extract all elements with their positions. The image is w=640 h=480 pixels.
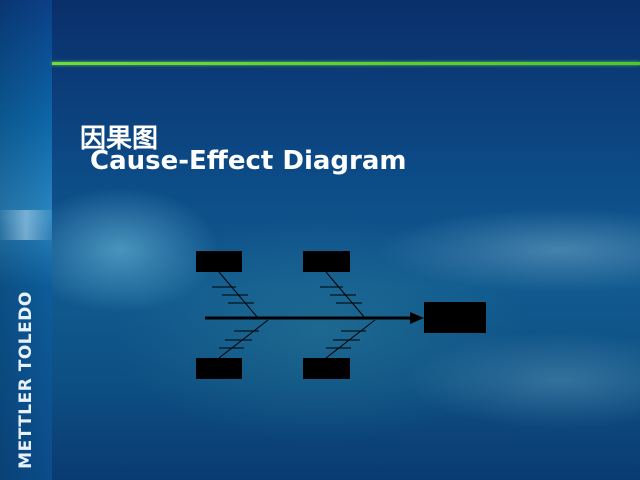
left-brand-bar: METTLER TOLEDO [0, 0, 52, 480]
category-box-bottom-left [196, 358, 242, 379]
accent-rule [52, 62, 640, 65]
effect-box [424, 302, 486, 333]
category-box-top-right [303, 251, 350, 272]
spine-arrowhead [410, 312, 424, 324]
bone-bottom-left [218, 319, 269, 359]
title-english: Cause-Effect Diagram [90, 146, 407, 176]
category-box-bottom-right [303, 358, 350, 379]
category-box-top-left [196, 251, 242, 272]
bone-bottom-right [325, 319, 376, 359]
title-chinese: 因果图 [80, 124, 159, 154]
